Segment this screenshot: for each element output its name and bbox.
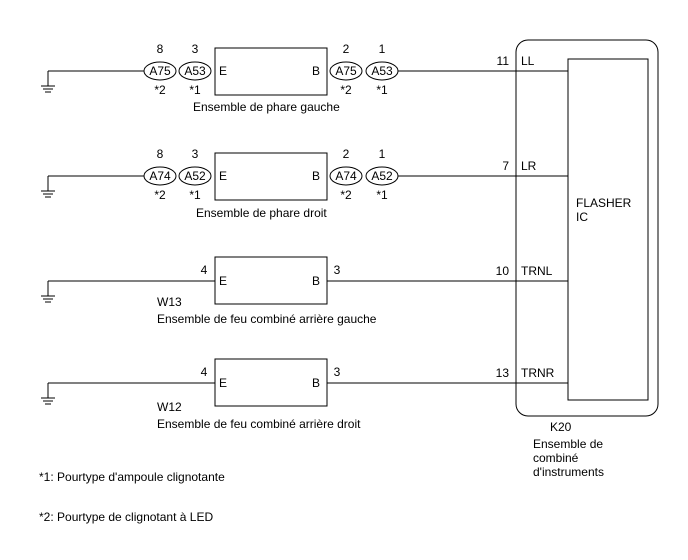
connector-code: A53 <box>184 64 206 78</box>
connector-code: A52 <box>371 169 393 183</box>
footnote-ref: *2 <box>154 83 166 97</box>
connector-code: A75 <box>149 64 171 78</box>
terminal-label: E <box>219 376 227 390</box>
pin-number: 3 <box>192 42 199 56</box>
component-caption: Ensemble de feu combiné arrière gauche <box>157 312 377 326</box>
pin-label: LR <box>521 159 537 173</box>
connector-code: A74 <box>335 169 357 183</box>
pin-number: 4 <box>201 263 208 277</box>
footnote: *1: Pourtype d'ampoule clignotante <box>39 470 225 484</box>
footnote-ref: *2 <box>340 83 352 97</box>
component-caption: combiné <box>533 451 579 465</box>
pin-number: 3 <box>334 365 341 379</box>
headlight-box <box>214 47 328 96</box>
terminal-label: B <box>312 376 320 390</box>
connector-left-inner <box>178 166 212 186</box>
component-code: W13 <box>157 295 182 309</box>
connector-code: A74 <box>149 169 171 183</box>
connector-left-outer <box>143 61 177 81</box>
connector-right-outer <box>329 166 363 186</box>
rear-left-lamp-circuit: 4 3 E B W13 Ensemble de feu combiné arri… <box>41 256 516 326</box>
headlight-box <box>214 152 328 201</box>
component-caption: Ensemble de <box>533 437 603 451</box>
pin-label: LL <box>521 54 535 68</box>
ic-label: FLASHER <box>576 196 632 210</box>
pin-number: 7 <box>502 159 509 173</box>
terminal-label: B <box>312 169 320 183</box>
pin-label: TRNR <box>521 366 555 380</box>
connector-left-outer <box>143 166 177 186</box>
terminal-label: B <box>312 64 320 78</box>
footnote-ref: *1 <box>376 83 388 97</box>
pin-number: 1 <box>379 147 386 161</box>
component-caption: Ensemble de feu combiné arrière droit <box>157 417 361 431</box>
connector-right-outer <box>329 61 363 81</box>
rear-lamp-box <box>214 256 328 305</box>
pin-number: 3 <box>192 147 199 161</box>
component-code: K20 <box>550 420 572 434</box>
ground-symbol <box>41 281 55 303</box>
component-caption: Ensemble de phare droit <box>196 206 327 220</box>
pin-number: 4 <box>201 365 208 379</box>
ground-symbol <box>41 176 55 198</box>
rear-lamp-box <box>214 358 328 407</box>
connector-code: A75 <box>335 64 357 78</box>
right-headlight-circuit: 8 3 2 1 A74 A52 A74 A52 E B *2 *1 *2 *1 … <box>41 147 516 220</box>
footnote-ref: *2 <box>154 188 166 202</box>
ground-symbol <box>41 71 55 93</box>
combination-meter: 11 LL 7 LR 10 TRNL 13 TRNR FLASHER IC K2… <box>496 39 659 479</box>
pin-number: 3 <box>334 263 341 277</box>
connector-code: A52 <box>184 169 206 183</box>
meter-outline <box>515 39 659 417</box>
rear-right-lamp-circuit: 4 3 E B W12 Ensemble de feu combiné arri… <box>41 358 516 431</box>
pin-number: 2 <box>343 147 350 161</box>
component-code: W12 <box>157 400 182 414</box>
component-caption: Ensemble de phare gauche <box>193 100 340 114</box>
ground-symbol <box>41 383 55 405</box>
flasher-ic-box <box>567 58 649 401</box>
footnote-ref: *2 <box>340 188 352 202</box>
component-caption: d'instruments <box>533 465 604 479</box>
terminal-label: B <box>312 274 320 288</box>
pin-number: 8 <box>157 147 164 161</box>
ic-label: IC <box>576 210 588 224</box>
terminal-label: E <box>219 64 227 78</box>
left-headlight-circuit: 8 3 2 1 A75 A53 A75 A53 E B *2 *1 *2 *1 … <box>41 42 516 114</box>
footnote-ref: *1 <box>376 188 388 202</box>
pin-label: TRNL <box>521 264 553 278</box>
footnote-ref: *1 <box>189 83 201 97</box>
pin-number: 8 <box>157 42 164 56</box>
pin-number: 2 <box>343 42 350 56</box>
footnote-ref: *1 <box>189 188 201 202</box>
pin-number: 1 <box>379 42 386 56</box>
terminal-label: E <box>219 274 227 288</box>
connector-left-inner <box>178 61 212 81</box>
terminal-label: E <box>219 169 227 183</box>
footnotes: *1: Pourtype d'ampoule clignotante *2: P… <box>39 470 225 524</box>
footnote: *2: Pourtype de clignotant à LED <box>39 510 213 524</box>
pin-number: 11 <box>497 54 510 68</box>
connector-code: A53 <box>371 64 393 78</box>
pin-number: 13 <box>496 366 510 380</box>
pin-number: 10 <box>496 264 510 278</box>
